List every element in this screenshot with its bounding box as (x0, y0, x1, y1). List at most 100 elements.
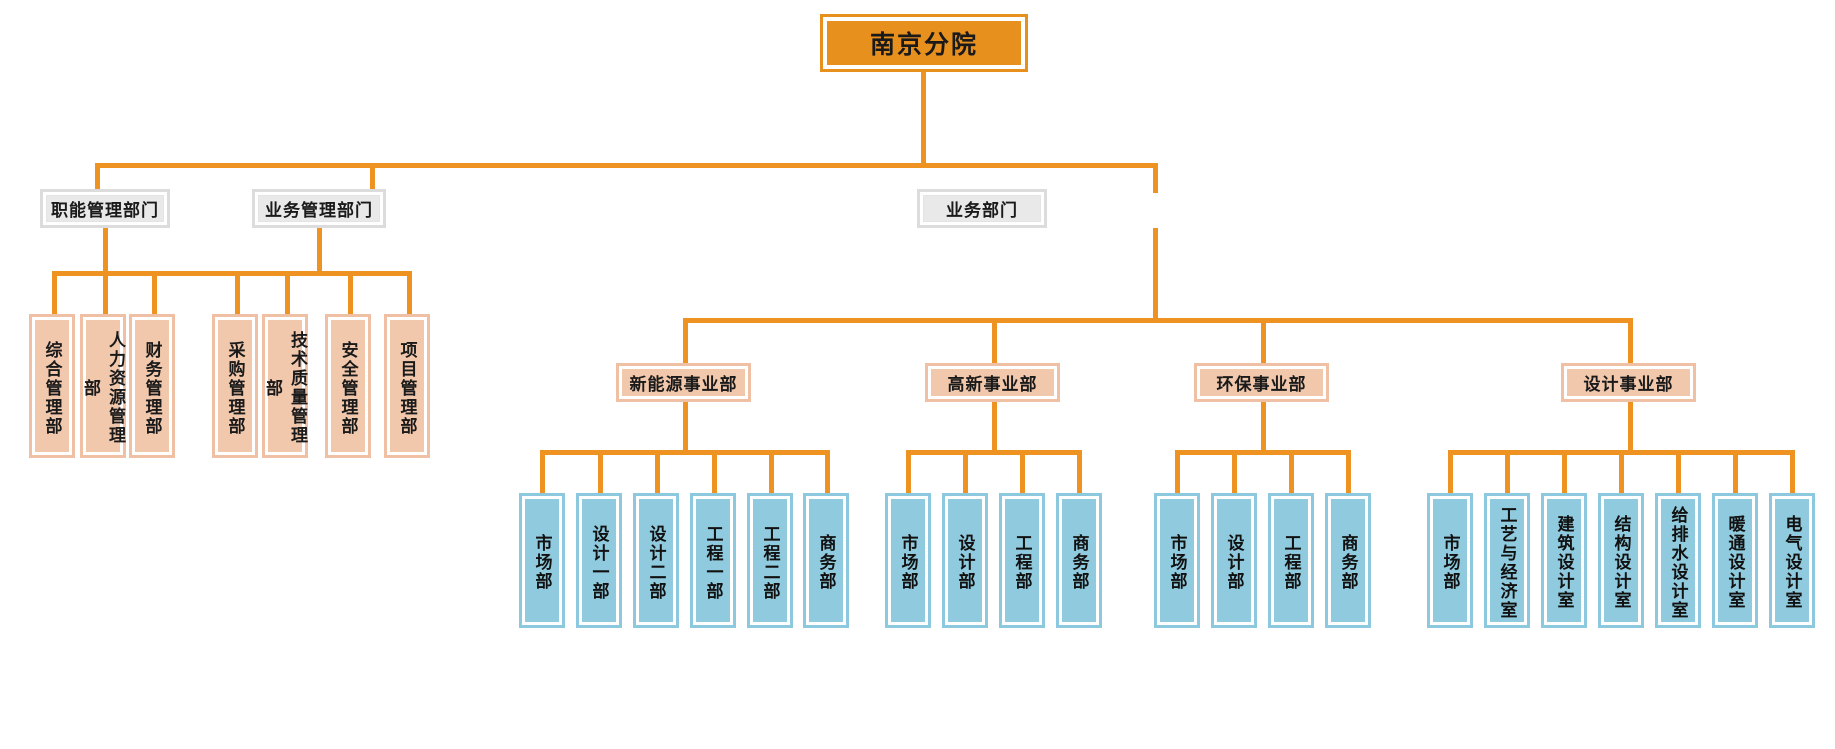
connector-div2-drop-4 (1077, 450, 1082, 495)
root-label: 南京分院 (827, 21, 1021, 65)
div4-child-label-3: 建筑设计室 (1547, 499, 1581, 622)
division-label-1: 新能源事业部 (622, 369, 745, 396)
div4-child-label-1: 市场部 (1433, 499, 1467, 622)
div3-child-label-1: 市场部 (1160, 499, 1194, 622)
mgmt-dept-label-1: 综合管理部 (35, 320, 69, 452)
connector-root-down (921, 72, 926, 163)
connector-div1-drop-1 (540, 450, 545, 495)
connector-div1-drop-2 (598, 450, 603, 495)
group-node-business-mgmt[interactable]: 业务管理部门 (252, 189, 386, 228)
connector-div2-bus (906, 450, 1082, 455)
connector-division-drop-4 (1628, 318, 1633, 365)
division-label-4: 设计事业部 (1567, 369, 1690, 396)
division-node-2[interactable]: 高新事业部 (925, 363, 1060, 402)
connector-mgmt-drop-7 (407, 271, 412, 316)
division-node-4[interactable]: 设计事业部 (1561, 363, 1696, 402)
connector-mgmt-drop-5 (285, 271, 290, 316)
mgmt-dept-node-7[interactable]: 项目管理部 (384, 314, 430, 458)
connector-div4-down (1628, 402, 1633, 454)
division-label-2: 高新事业部 (931, 369, 1054, 396)
div4-child-node-6[interactable]: 暖通设计室 (1712, 493, 1758, 628)
div1-child-label-5: 工程二部 (753, 499, 787, 622)
connector-mgmt-drop-2 (103, 271, 108, 316)
mgmt-dept-node-3[interactable]: 财务管理部 (129, 314, 175, 458)
mgmt-dept-node-4[interactable]: 采购管理部 (212, 314, 258, 458)
div4-child-label-4: 结构设计室 (1604, 499, 1638, 622)
connector-div2-drop-3 (1020, 450, 1025, 495)
div1-child-node-2[interactable]: 设计一部 (576, 493, 622, 628)
connector-mgmt-bus (52, 271, 412, 276)
connector-div2-drop-2 (963, 450, 968, 495)
mgmt-dept-node-1[interactable]: 综合管理部 (29, 314, 75, 458)
connector-to-business-mgmt (370, 163, 375, 193)
div3-child-node-1[interactable]: 市场部 (1154, 493, 1200, 628)
mgmt-dept-node-2[interactable]: 人力资源管理部 (80, 314, 126, 458)
mgmt-dept-node-5[interactable]: 技术质量管理部 (262, 314, 308, 458)
division-node-1[interactable]: 新能源事业部 (616, 363, 751, 402)
group-node-functional[interactable]: 职能管理部门 (40, 189, 170, 228)
group-label-business: 业务部门 (923, 195, 1041, 222)
div2-child-label-4: 商务部 (1062, 499, 1096, 622)
div1-child-node-1[interactable]: 市场部 (519, 493, 565, 628)
div1-child-node-6[interactable]: 商务部 (803, 493, 849, 628)
div3-child-node-3[interactable]: 工程部 (1268, 493, 1314, 628)
connector-mgmt-drop-3 (152, 271, 157, 316)
mgmt-dept-label-4: 采购管理部 (218, 320, 252, 452)
connector-div3-drop-2 (1232, 450, 1237, 495)
div1-child-node-4[interactable]: 工程一部 (690, 493, 736, 628)
connector-div3-bus (1175, 450, 1351, 455)
div2-child-node-3[interactable]: 工程部 (999, 493, 1045, 628)
div4-child-node-2[interactable]: 工艺与经济室 (1484, 493, 1530, 628)
div4-child-label-2: 工艺与经济室 (1490, 499, 1524, 622)
div1-child-node-5[interactable]: 工程二部 (747, 493, 793, 628)
connector-to-functional (95, 163, 100, 193)
div1-child-label-1: 市场部 (525, 499, 559, 622)
div1-child-node-3[interactable]: 设计二部 (633, 493, 679, 628)
connector-div4-drop-2 (1505, 450, 1510, 495)
div4-child-node-1[interactable]: 市场部 (1427, 493, 1473, 628)
connector-division-drop-2 (992, 318, 997, 365)
div2-child-label-3: 工程部 (1005, 499, 1039, 622)
connector-div1-drop-5 (769, 450, 774, 495)
div2-child-label-1: 市场部 (891, 499, 925, 622)
mgmt-dept-label-5: 技术质量管理部 (262, 320, 307, 452)
connector-div2-drop-1 (906, 450, 911, 495)
connector-mgmt-drop-4 (235, 271, 240, 316)
connector-functional-down (103, 228, 108, 273)
connector-div3-drop-1 (1175, 450, 1180, 495)
connector-div3-drop-3 (1289, 450, 1294, 495)
mgmt-dept-label-7: 项目管理部 (390, 320, 424, 452)
connector-div1-drop-6 (825, 450, 830, 495)
div3-child-label-3: 工程部 (1274, 499, 1308, 622)
div2-child-node-4[interactable]: 商务部 (1056, 493, 1102, 628)
connector-div3-down (1261, 402, 1266, 454)
div4-child-node-5[interactable]: 给排水设计室 (1655, 493, 1701, 628)
connector-div1-drop-3 (655, 450, 660, 495)
mgmt-dept-node-6[interactable]: 安全管理部 (325, 314, 371, 458)
div3-child-label-2: 设计部 (1217, 499, 1251, 622)
div1-child-label-3: 设计二部 (639, 499, 673, 622)
root-node[interactable]: 南京分院 (820, 14, 1028, 72)
div3-child-node-4[interactable]: 商务部 (1325, 493, 1371, 628)
div4-child-node-3[interactable]: 建筑设计室 (1541, 493, 1587, 628)
div3-child-node-2[interactable]: 设计部 (1211, 493, 1257, 628)
group-node-business[interactable]: 业务部门 (917, 189, 1047, 228)
connector-div2-down (992, 402, 997, 454)
division-node-3[interactable]: 环保事业部 (1194, 363, 1329, 402)
connector-business-down (1153, 228, 1158, 320)
div2-child-node-2[interactable]: 设计部 (942, 493, 988, 628)
connector-div1-bus (540, 450, 830, 455)
div4-child-node-4[interactable]: 结构设计室 (1598, 493, 1644, 628)
mgmt-dept-label-6: 安全管理部 (331, 320, 365, 452)
div2-child-node-1[interactable]: 市场部 (885, 493, 931, 628)
div4-child-node-7[interactable]: 电气设计室 (1769, 493, 1815, 628)
group-label-functional: 职能管理部门 (46, 195, 164, 222)
div1-child-label-2: 设计一部 (582, 499, 616, 622)
connector-mgmt-drop-6 (348, 271, 353, 316)
connector-div3-drop-4 (1346, 450, 1351, 495)
connector-division-drop-3 (1261, 318, 1266, 365)
connector-divisions-bus (683, 318, 1633, 323)
connector-div4-drop-3 (1562, 450, 1567, 495)
connector-div4-drop-1 (1448, 450, 1453, 495)
